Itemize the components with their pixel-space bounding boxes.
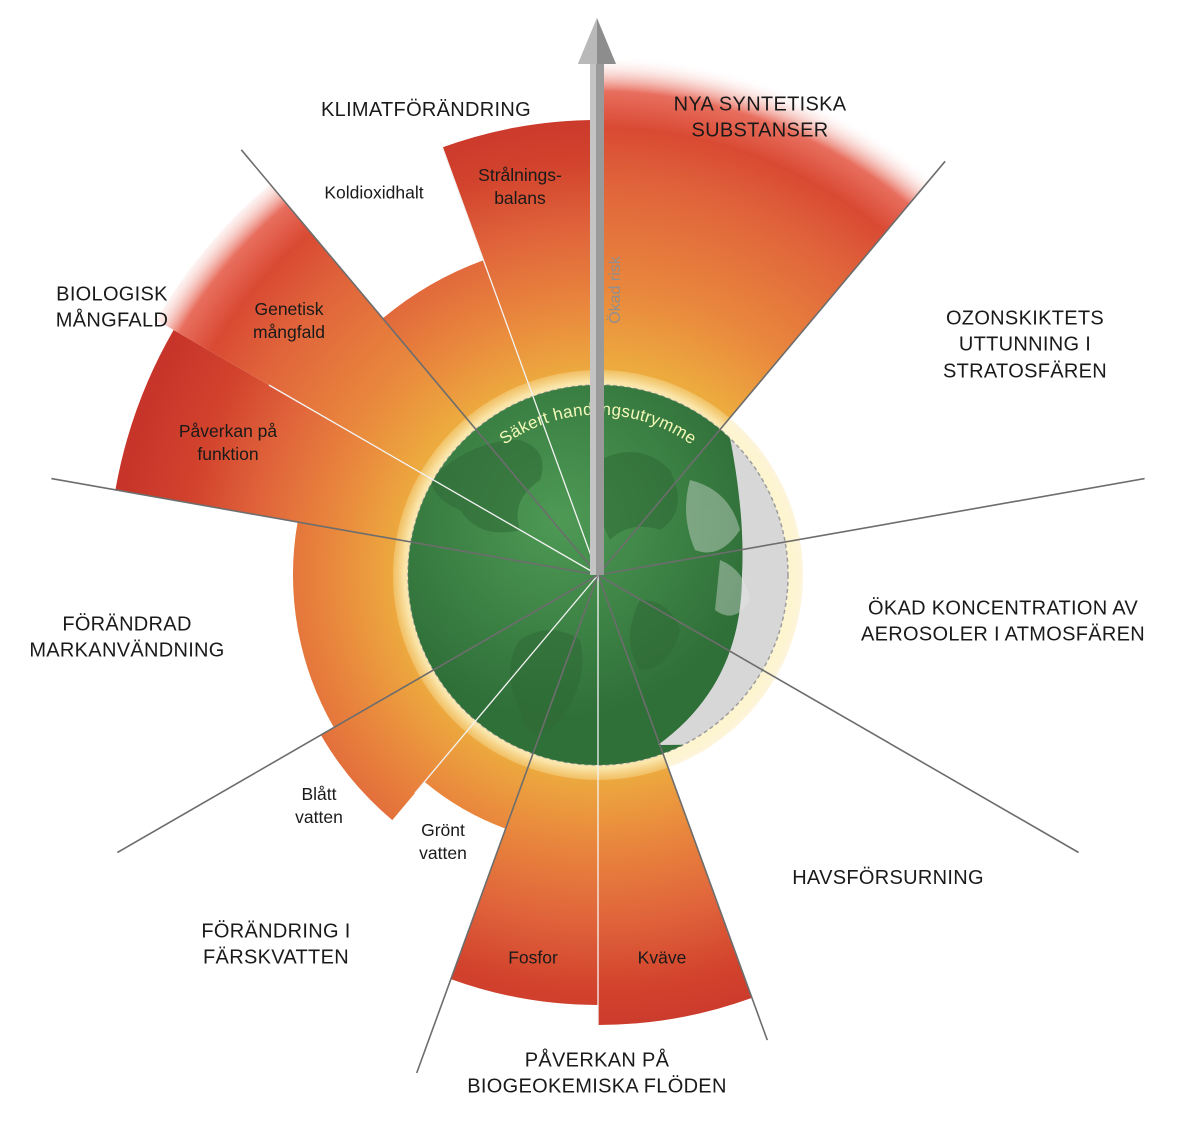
label-phosphorus: Fosfor <box>508 946 558 969</box>
wedge-genetic <box>156 184 502 501</box>
label-co2: Koldioxidhalt <box>324 181 423 204</box>
climate-text: KLIMATFÖRÄNDRING <box>321 98 531 121</box>
boundary-divider-11 <box>240 149 599 576</box>
boundary-divider-6 <box>415 574 599 1074</box>
increased-risk-arrow <box>578 18 616 575</box>
wedge-novel-entities <box>598 55 933 461</box>
label-radiative: Strålnings-balans <box>478 164 562 210</box>
wedge-nitrogen <box>598 716 752 1025</box>
label-climate: KLIMATFÖRÄNDRING <box>321 97 531 123</box>
boundary-divider-2 <box>597 477 1145 576</box>
label-nitrogen: Kväve <box>638 946 687 969</box>
co2-text: Koldioxidhalt <box>324 182 424 203</box>
boundary-divider-4 <box>597 574 769 1041</box>
sub-divider-10 <box>268 384 599 576</box>
continents <box>430 440 750 733</box>
label-ocean-acidification: HAVSFÖRSURNING <box>792 865 984 891</box>
radiative-text: Strålnings-balans <box>478 164 562 208</box>
boundary-divider-8 <box>116 574 599 854</box>
wedge-radiative <box>442 119 598 434</box>
boundary-divider-3 <box>597 574 1080 854</box>
sub-divider-7 <box>414 574 599 794</box>
nitrogen-text: Kväve <box>637 947 687 968</box>
sub-divider-12 <box>440 142 599 576</box>
boundary-divider-9 <box>51 477 599 576</box>
phosphorus-text: Fosfor <box>508 947 558 968</box>
increased-risk-label: Ökad risk <box>607 256 624 324</box>
wedge-functional <box>115 330 469 549</box>
earth-globe <box>407 384 789 766</box>
wedge-phosphorus <box>450 716 598 1005</box>
boundary-wedges <box>115 55 933 1025</box>
ocean-acidification-text: HAVSFÖRSURNING <box>792 866 984 889</box>
boundary-divider-1 <box>597 160 946 576</box>
